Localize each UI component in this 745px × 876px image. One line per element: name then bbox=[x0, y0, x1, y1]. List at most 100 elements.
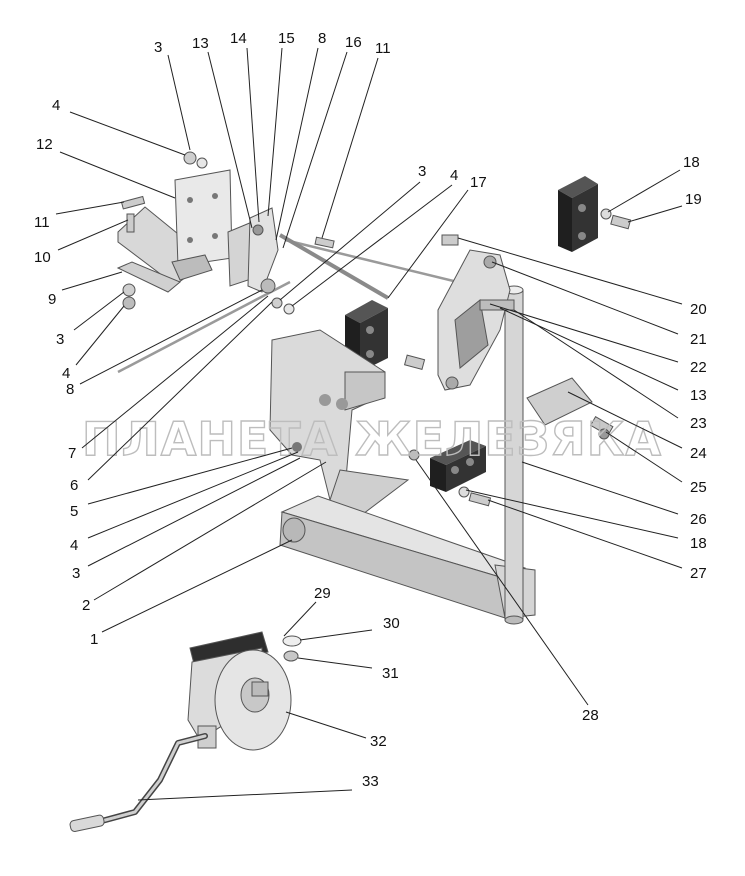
callout-6: 6 bbox=[70, 477, 78, 494]
leader-3a bbox=[167, 54, 191, 151]
washer-18b bbox=[458, 486, 470, 498]
parts-layer bbox=[69, 151, 632, 832]
leader-28 bbox=[415, 459, 589, 706]
callout-7: 7 bbox=[68, 445, 76, 462]
nut-3c bbox=[271, 297, 283, 309]
leader-24 bbox=[567, 391, 683, 449]
leader-23 bbox=[513, 309, 679, 419]
leader-4d bbox=[87, 451, 299, 539]
washer-30 bbox=[282, 635, 302, 647]
nut-3a bbox=[183, 151, 197, 165]
callout-9: 9 bbox=[48, 291, 56, 308]
callout-4a: 4 bbox=[52, 97, 60, 114]
callout-33: 33 bbox=[362, 773, 379, 790]
leader-21 bbox=[491, 261, 679, 335]
leader-8a bbox=[275, 47, 319, 241]
callout-13a: 13 bbox=[192, 35, 209, 52]
leader-4a bbox=[69, 111, 186, 156]
callout-27: 27 bbox=[690, 565, 707, 582]
leader-11a bbox=[321, 57, 379, 239]
nut-4b bbox=[122, 296, 136, 310]
plate-9 bbox=[116, 261, 181, 293]
pipe-26 bbox=[504, 285, 524, 625]
leader-17 bbox=[387, 189, 469, 299]
bracket-12 bbox=[117, 169, 233, 286]
leader-16 bbox=[282, 51, 348, 249]
leader-11b bbox=[55, 201, 125, 215]
callout-19: 19 bbox=[685, 191, 702, 208]
rod-upper bbox=[284, 238, 471, 287]
leader-lines bbox=[55, 47, 683, 801]
callout-26: 26 bbox=[690, 511, 707, 528]
leader-29 bbox=[283, 601, 317, 637]
leader-9 bbox=[61, 271, 123, 291]
callout-10: 10 bbox=[34, 249, 51, 266]
rod-diagonal bbox=[278, 233, 390, 300]
callout-23: 23 bbox=[690, 415, 707, 432]
callout-29: 29 bbox=[314, 585, 331, 602]
bolt-20 bbox=[441, 234, 459, 246]
callout-18a: 18 bbox=[683, 154, 700, 171]
bolt-19 bbox=[610, 214, 632, 230]
callout-8b: 8 bbox=[66, 381, 74, 398]
rubber-block-27 bbox=[430, 440, 486, 492]
callout-11b: 11 bbox=[34, 214, 50, 231]
nut-28 bbox=[408, 449, 420, 461]
winch-32 bbox=[187, 631, 292, 751]
washer-4a bbox=[196, 157, 208, 169]
callout-20: 20 bbox=[690, 301, 707, 318]
bolt-11b bbox=[120, 195, 146, 210]
callout-30: 30 bbox=[383, 615, 400, 632]
stud-25 bbox=[589, 415, 614, 440]
leader-6 bbox=[87, 301, 273, 481]
leader-3b bbox=[73, 291, 125, 331]
leader-20 bbox=[457, 237, 683, 305]
hinge-plate bbox=[437, 249, 515, 391]
callout-1: 1 bbox=[90, 631, 98, 648]
main-bracket bbox=[269, 329, 536, 619]
callout-3c: 3 bbox=[418, 163, 426, 180]
leader-2 bbox=[93, 461, 327, 601]
leader-31 bbox=[297, 657, 373, 669]
leader-8b bbox=[79, 289, 263, 385]
callout-15: 15 bbox=[278, 30, 295, 47]
callout-31: 31 bbox=[382, 665, 399, 682]
callout-28: 28 bbox=[582, 707, 599, 724]
washer-18a bbox=[600, 208, 612, 220]
callout-25: 25 bbox=[690, 479, 707, 496]
leader-15 bbox=[267, 47, 283, 217]
callout-3a: 3 bbox=[154, 39, 162, 56]
callout-4d: 4 bbox=[70, 537, 78, 554]
bolt-27 bbox=[468, 492, 492, 507]
leader-12 bbox=[59, 151, 176, 199]
callout-11a: 11 bbox=[375, 40, 391, 57]
leader-18b bbox=[465, 489, 679, 539]
callout-3d: 3 bbox=[72, 565, 80, 582]
callout-18b: 18 bbox=[690, 535, 707, 552]
leader-1 bbox=[101, 539, 293, 633]
callout-8a: 8 bbox=[318, 30, 326, 47]
callout-4c: 4 bbox=[450, 167, 458, 184]
callout-17: 17 bbox=[470, 174, 487, 191]
callout-13b: 13 bbox=[690, 387, 707, 404]
callout-21: 21 bbox=[690, 331, 707, 348]
leader-3c bbox=[279, 181, 421, 301]
crank-handle-33 bbox=[69, 733, 208, 832]
callout-4b: 4 bbox=[62, 365, 70, 382]
washer-4c bbox=[283, 303, 295, 315]
leader-7 bbox=[81, 295, 269, 449]
callout-12: 12 bbox=[36, 136, 53, 153]
leader-4c bbox=[291, 184, 453, 307]
plate-24 bbox=[526, 377, 593, 426]
leader-3d bbox=[87, 457, 301, 567]
leader-13a bbox=[207, 51, 253, 229]
leader-4b bbox=[75, 305, 125, 366]
leader-18a bbox=[607, 169, 681, 213]
callout-32: 32 bbox=[370, 733, 387, 750]
leader-33 bbox=[137, 789, 353, 801]
lever-assembly bbox=[227, 207, 279, 294]
rubber-block-18 bbox=[558, 176, 598, 252]
leader-27 bbox=[487, 499, 683, 569]
callout-14: 14 bbox=[230, 30, 247, 47]
